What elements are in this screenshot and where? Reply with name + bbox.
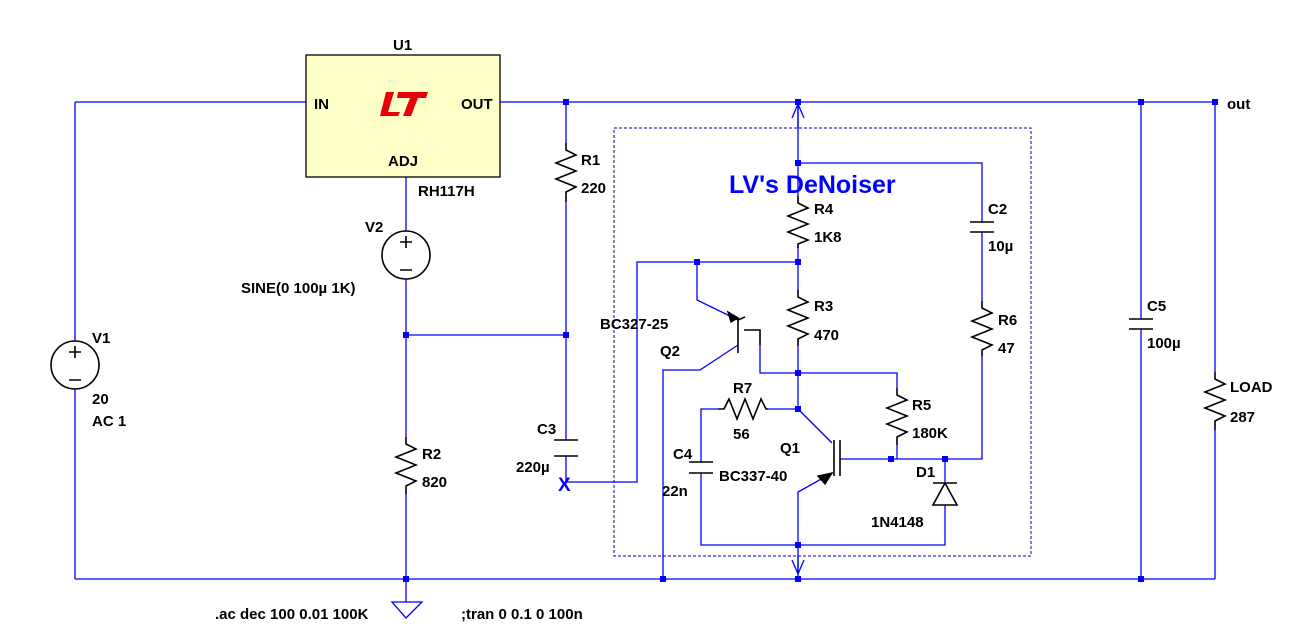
diode-d1[interactable]: D1 1N4148: [871, 464, 959, 531]
load-value: 287: [1230, 409, 1255, 426]
r3-value: 470: [814, 327, 839, 344]
v2-value: SINE(0 100µ 1K): [241, 280, 356, 297]
r4-ref: R4: [814, 201, 834, 218]
c3-ref: C3: [537, 421, 556, 438]
q1-part: BC337-40: [719, 468, 787, 485]
r2-value: 820: [422, 474, 447, 491]
regulator-u1[interactable]: U1 IN OUT ADJ RH117H: [305, 37, 501, 200]
v1-ref: V1: [92, 330, 110, 347]
voltage-source-v2[interactable]: V2 SINE(0 100µ 1K): [241, 219, 431, 297]
directive-ac[interactable]: .ac dec 100 0.01 100K: [215, 606, 369, 623]
transistor-q1[interactable]: Q1 BC337-40: [719, 440, 841, 486]
port-out-arrow-icon: [791, 556, 805, 576]
regulator-pin-in: IN: [314, 96, 329, 113]
c3-value: 220µ: [516, 459, 550, 476]
capacitor-c2[interactable]: C2 10µ: [970, 201, 1013, 255]
v1-ac: AC 1: [92, 413, 126, 430]
r5-ref: R5: [912, 397, 931, 414]
regulator-part: RH117H: [418, 183, 475, 200]
denoiser-title: LV's DeNoiser: [729, 171, 896, 199]
noconnect-marker: X: [558, 475, 571, 496]
r7-value: 56: [733, 426, 750, 443]
r4-value: 1K8: [814, 229, 842, 246]
denoiser-box: [613, 127, 1032, 557]
q1-ref: Q1: [780, 440, 800, 457]
resistor-r4[interactable]: R4 1K8: [785, 196, 842, 248]
resistor-r6[interactable]: R6 47: [969, 301, 1017, 357]
resistor-r5[interactable]: R5 180K: [884, 388, 948, 445]
regulator-ref: U1: [393, 37, 412, 54]
c2-value: 10µ: [988, 238, 1013, 255]
c2-ref: C2: [988, 201, 1007, 218]
regulator-pin-out: OUT: [461, 96, 493, 113]
c5-ref: C5: [1147, 298, 1166, 315]
resistor-load[interactable]: LOAD 287: [1202, 372, 1273, 430]
regulator-pin-adj: ADJ: [388, 153, 418, 170]
r5-value: 180K: [912, 425, 948, 442]
c5-value: 100µ: [1147, 335, 1181, 352]
r7-ref: R7: [733, 380, 752, 397]
q2-ref: Q2: [660, 343, 680, 360]
voltage-source-v1[interactable]: V1 20 AC 1: [50, 330, 126, 430]
d1-part: 1N4148: [871, 514, 924, 531]
r1-value: 220: [581, 180, 606, 197]
resistor-r2[interactable]: R2 820: [393, 437, 447, 494]
ground-icon: [390, 579, 424, 619]
directive-tran[interactable]: ;tran 0 0.1 0 100n: [461, 606, 583, 623]
r3-ref: R3: [814, 298, 833, 315]
r2-ref: R2: [422, 446, 441, 463]
c4-value: 22n: [662, 483, 688, 500]
r6-value: 47: [998, 340, 1015, 357]
port-in-arrow-icon: [791, 102, 805, 128]
resistor-r3[interactable]: R3 470: [785, 290, 839, 346]
v2-ref: V2: [365, 219, 383, 236]
wires: [74, 101, 1216, 580]
net-label-out: out: [1227, 96, 1250, 113]
q2-part: BC327-25: [600, 316, 668, 333]
load-ref: LOAD: [1230, 379, 1273, 396]
capacitor-c4[interactable]: C4 22n: [662, 446, 713, 500]
v1-value: 20: [92, 391, 109, 408]
transistor-q2[interactable]: BC327-25 Q2: [600, 310, 761, 360]
junctions: [403, 99, 1218, 582]
capacitor-c3[interactable]: C3 220µ: [516, 421, 578, 476]
r1-ref: R1: [581, 152, 600, 169]
d1-ref: D1: [916, 464, 935, 481]
resistor-r1[interactable]: R1 220: [553, 143, 606, 202]
capacitor-c5[interactable]: C5 100µ: [1129, 298, 1181, 352]
resistor-r7[interactable]: R7 56: [718, 380, 768, 443]
r6-ref: R6: [998, 312, 1017, 329]
c4-ref: C4: [673, 446, 693, 463]
linear-tech-logo-icon: [380, 92, 428, 116]
